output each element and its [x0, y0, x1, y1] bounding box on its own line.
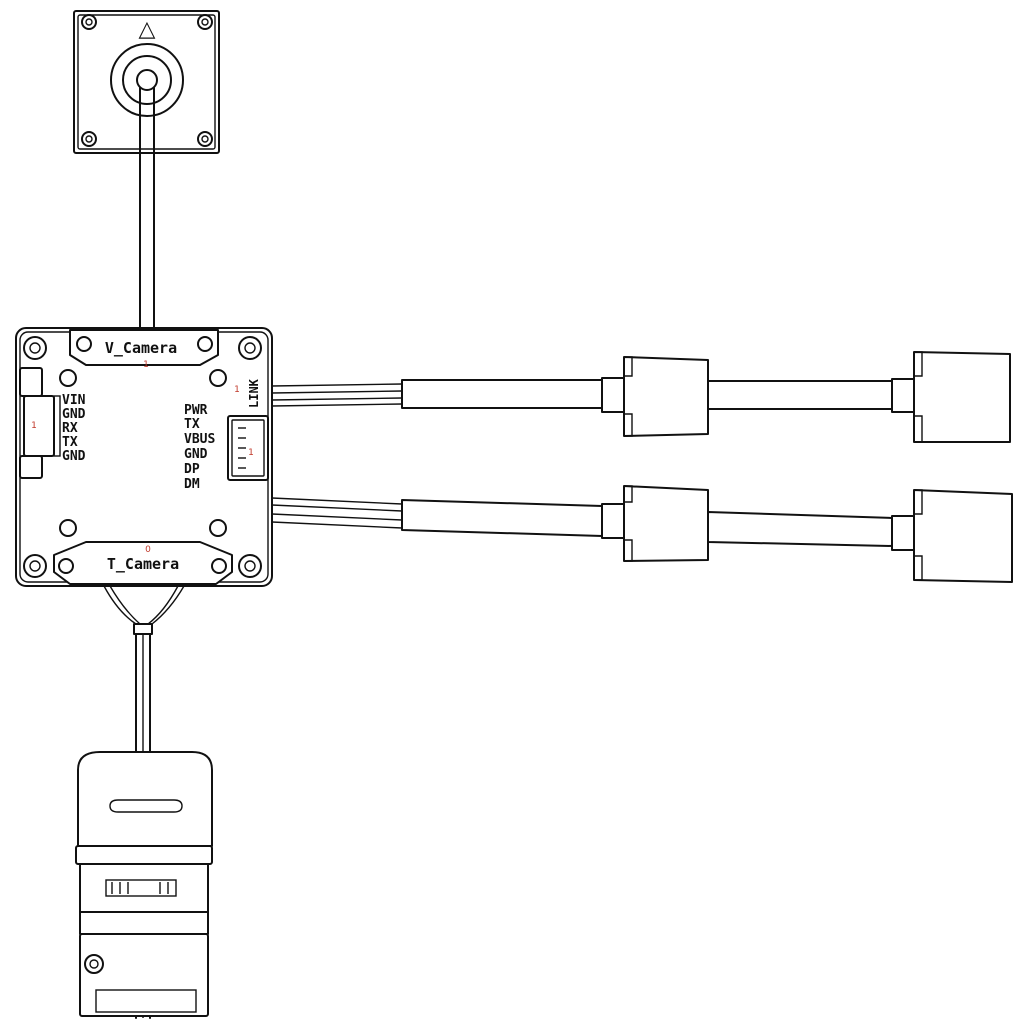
right-pin-label: DP	[184, 462, 200, 477]
left-pin-label: GND	[62, 449, 86, 464]
right-usb-port: 1	[227, 415, 269, 481]
t-camera-connector: T_Camera 0	[53, 541, 233, 585]
marker-right-top: 1	[234, 385, 240, 395]
marker-bottom: 0	[145, 545, 151, 555]
left-pin-label: GND	[62, 407, 86, 422]
cable-sleeve	[401, 499, 603, 537]
controller-board: V_Camera 1 T_Camera 0 1 VIN GND RX TX GN…	[15, 327, 273, 587]
cable-sleeve	[707, 511, 893, 547]
left-pin-label: VIN	[62, 393, 86, 408]
upper-cable-assembly	[271, 351, 1011, 443]
left-pin-label: RX	[62, 421, 78, 436]
v-camera-connector: V_Camera 1	[69, 329, 219, 370]
top-camera-cable	[139, 87, 155, 331]
lens-outer	[110, 43, 184, 117]
mount-hole-icon	[23, 554, 47, 578]
right-pin-label: DM	[184, 477, 200, 492]
link-label: LINK	[247, 378, 261, 408]
right-pin-label: PWR	[184, 403, 208, 418]
bottom-camera-module	[75, 751, 213, 1017]
mount-hole-icon	[59, 519, 77, 537]
marker-left-port: 1	[31, 421, 37, 431]
marker-right-port: 1	[248, 448, 254, 458]
right-pin-label: VBUS	[184, 432, 215, 447]
orientation-triangle-icon: △	[139, 17, 156, 42]
cable-connector	[891, 489, 1013, 583]
mount-hole-icon	[209, 369, 227, 387]
mount-hole-icon	[23, 336, 47, 360]
lens-center	[136, 69, 158, 91]
screw-icon	[84, 954, 104, 974]
top-camera-module: △	[73, 10, 220, 154]
cable-connector	[601, 485, 709, 562]
mount-hole-icon	[209, 519, 227, 537]
screw-icon	[81, 14, 97, 30]
left-pin-labels: VIN GND RX TX GND	[62, 393, 86, 464]
screw-icon	[197, 131, 213, 147]
cable-sleeve	[707, 380, 893, 410]
lower-cable-assembly	[271, 485, 1013, 583]
cable-connector	[601, 356, 709, 437]
mount-hole-icon	[238, 336, 262, 360]
cable-connector	[891, 351, 1011, 443]
mount-hole-icon	[238, 554, 262, 578]
lens-ring	[122, 55, 172, 105]
mount-hole-icon	[59, 369, 77, 387]
right-pin-labels: PWR TX VBUS GND DP DM	[184, 403, 215, 492]
cable-sleeve	[401, 379, 603, 409]
right-pin-label: TX	[184, 417, 200, 432]
marker-top: 1	[143, 360, 149, 370]
left-pin-label: TX	[62, 435, 78, 450]
right-pin-label: GND	[184, 447, 208, 462]
left-uart-port: 1	[19, 367, 61, 479]
screw-icon	[197, 14, 213, 30]
t-camera-label: T_Camera	[107, 555, 179, 573]
v-camera-label: V_Camera	[105, 339, 177, 357]
board-outline	[15, 327, 273, 587]
screw-icon	[81, 131, 97, 147]
